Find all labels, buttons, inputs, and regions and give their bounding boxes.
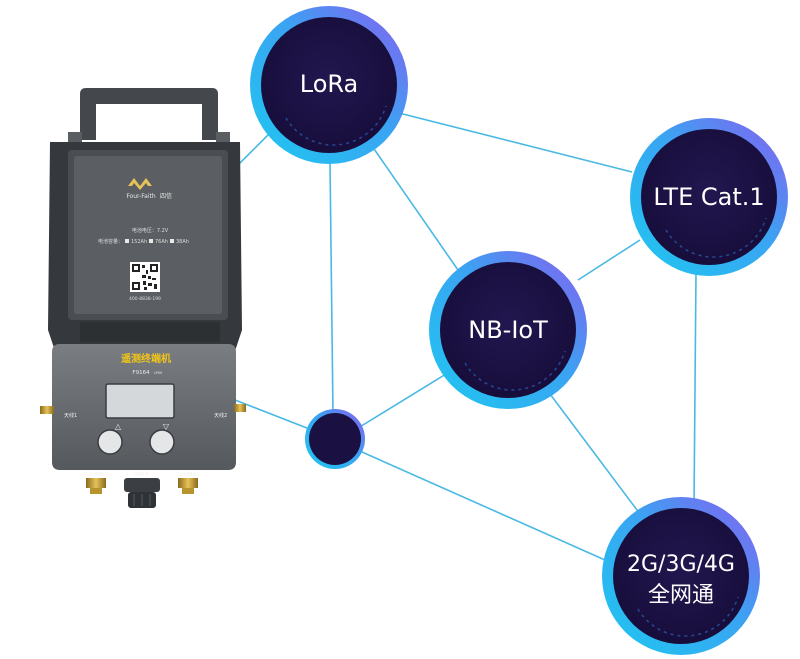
edge-lora-hub <box>329 161 334 415</box>
antenna-left-connector-icon <box>40 406 54 414</box>
device-capacity-option-1: 152Ah <box>131 239 147 245</box>
edge-lte-net <box>693 271 697 507</box>
node-nbiot-label: NB-IoT <box>468 316 548 344</box>
device-brand: Four-Faith <box>126 193 156 200</box>
qr-code-icon <box>130 262 160 292</box>
device-port-com1: COM1 <box>89 472 104 478</box>
device-port-com2: COM2 <box>181 472 196 478</box>
sim-gland-icon <box>124 478 160 508</box>
device-antenna-left: 天线1 <box>64 412 77 419</box>
device-logo: Four-Faith 四信 <box>126 178 172 200</box>
device-battery-voltage: 电池电压：7.2V <box>132 227 169 234</box>
device-port-sim: SIM卡 <box>135 471 149 478</box>
node-lte-label: LTE Cat.1 <box>653 183 764 211</box>
device-button-up: △ <box>97 422 123 455</box>
antenna-right-connector-icon <box>234 404 246 412</box>
edge-device-hub <box>234 399 313 431</box>
node-net-label-line1: 2G/3G/4G <box>627 552 735 577</box>
device-title: 遥测终端机 <box>121 352 171 365</box>
device: Four-Faith 四信 电池电压：7.2V 电池容量： 152Ah 76Ah… <box>40 88 246 508</box>
device-phone: 400-8838-199 <box>129 296 161 302</box>
device-antenna-right: 天线2 <box>214 412 227 419</box>
node-nbiot: NB-IoT <box>429 251 587 409</box>
edge-hub-net <box>361 451 615 565</box>
device-brand-sub: 四信 <box>160 192 172 200</box>
node-net: 2G/3G/4G 全网通 <box>602 497 760 655</box>
device-capacity-option-2: 76Ah <box>155 239 168 245</box>
brand-logo-icon <box>128 178 152 190</box>
edge-lora-nbiot <box>371 145 459 271</box>
device-battery-capacity-label: 电池容量： <box>98 238 123 245</box>
node-hub <box>305 409 365 469</box>
device-model-suffix: LP00 <box>154 371 163 375</box>
com2-connector-icon <box>178 478 198 494</box>
node-lora: LoRa <box>250 6 408 164</box>
device-capacity-option-3: 38Ah <box>176 239 189 245</box>
node-lte: LTE Cat.1 <box>630 118 788 276</box>
device-button-down-icon: ▽ <box>163 422 170 431</box>
device-handle <box>80 88 218 140</box>
device-button-down: ▽ <box>149 422 175 455</box>
com1-connector-icon <box>86 478 106 494</box>
edge-lora-lte <box>394 111 633 173</box>
device-button-up-icon: △ <box>115 422 122 431</box>
device-screen <box>105 383 175 419</box>
edges <box>232 111 697 565</box>
edge-nbiot-net <box>549 393 641 515</box>
node-lora-label: LoRa <box>300 70 359 98</box>
edge-lte-nbiot <box>577 239 641 281</box>
device-model: F9164 <box>132 370 150 376</box>
node-net-label-line2: 全网通 <box>648 583 714 608</box>
edge-nbiot-hub <box>357 373 447 429</box>
